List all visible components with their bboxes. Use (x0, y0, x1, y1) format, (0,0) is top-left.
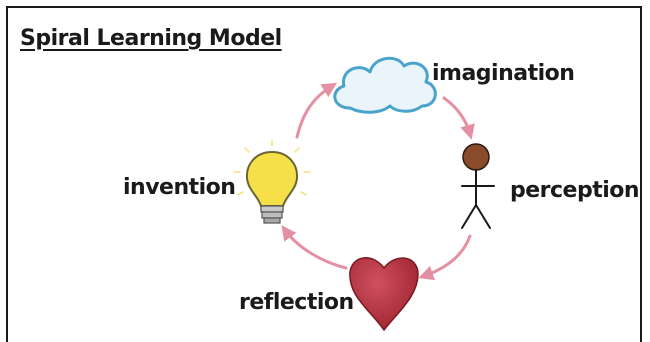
heart-icon (349, 257, 419, 332)
lightbulb-icon (233, 139, 311, 224)
label-imagination: imagination (432, 61, 575, 86)
arrow-reflection-to-invention (281, 225, 348, 270)
arrow-perception-to-reflection (418, 234, 472, 281)
diagram-title: Spiral Learning Model (20, 26, 282, 51)
stick-figure-icon (461, 143, 495, 229)
label-reflection: reflection (239, 290, 354, 315)
label-perception: perception (510, 178, 640, 203)
arrow-invention-to-imagination (295, 82, 338, 139)
diagram-frame (6, 6, 642, 342)
cloud-icon (333, 56, 437, 114)
label-invention: invention (123, 175, 236, 200)
arrow-imagination-to-perception (442, 96, 475, 140)
